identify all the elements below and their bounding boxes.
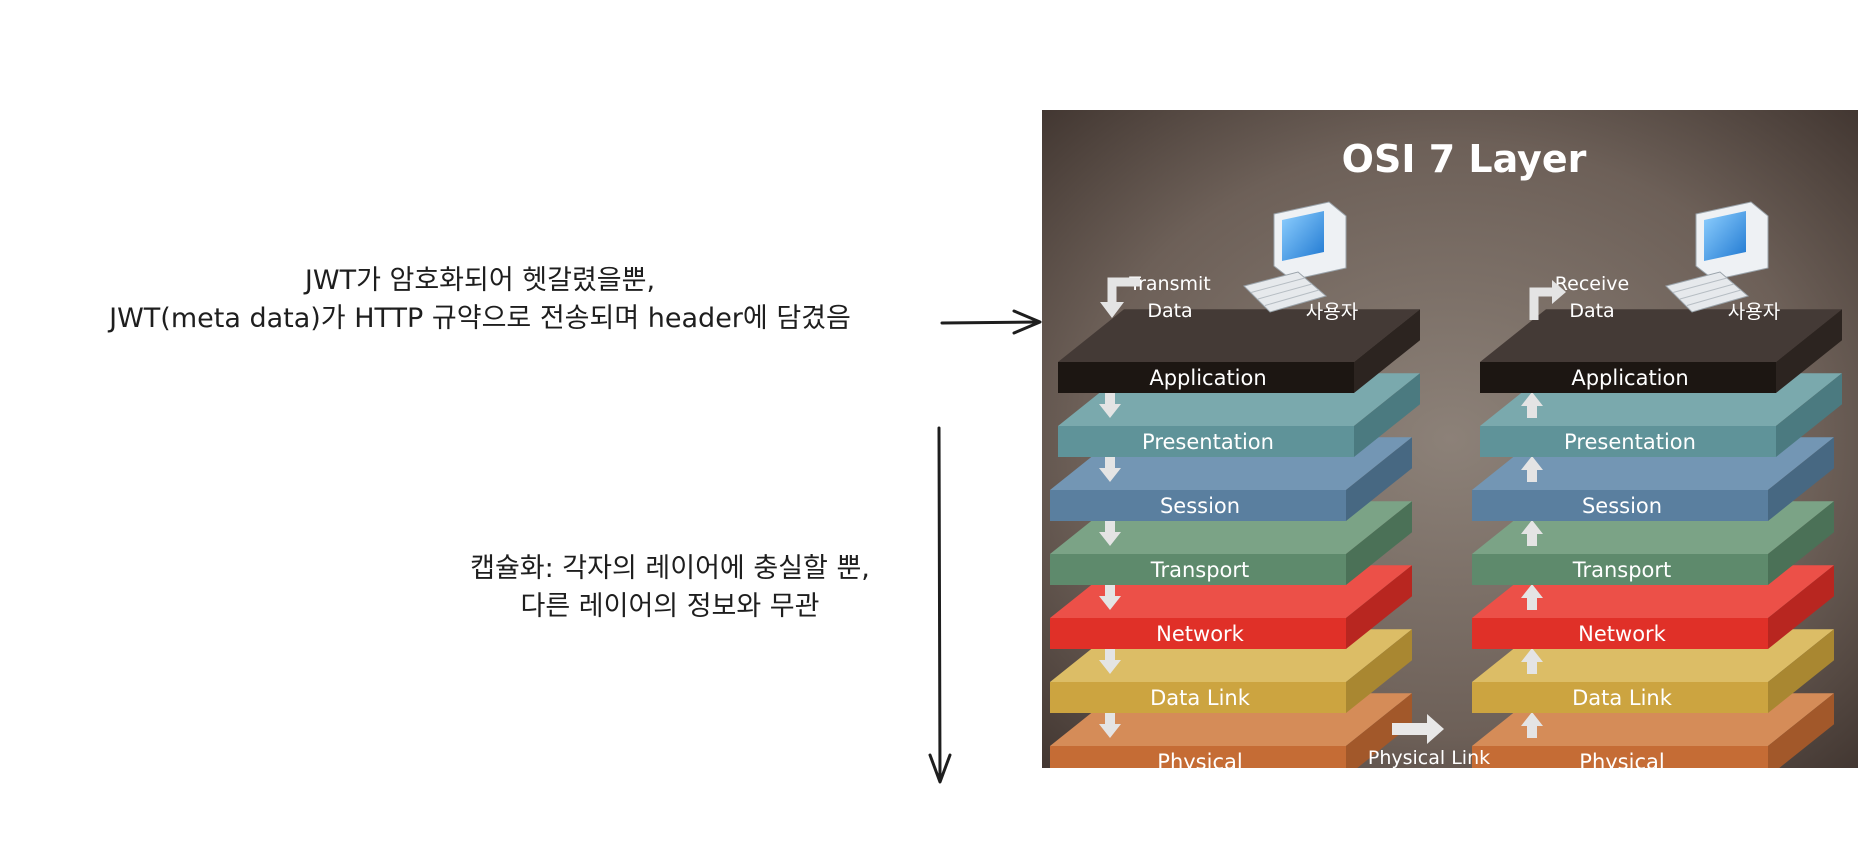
sender-layer-label: Transport bbox=[1150, 558, 1250, 582]
physical-link-arrow bbox=[1392, 714, 1444, 744]
up-arrow-icon bbox=[1521, 520, 1543, 546]
computer-icon bbox=[1665, 201, 1769, 313]
receiver-layer-label: Transport bbox=[1572, 558, 1672, 582]
physical-link-label: Physical Link bbox=[1368, 747, 1490, 768]
diagram-title: OSI 7 Layer bbox=[1342, 137, 1587, 181]
bent-arrow-icon bbox=[1100, 277, 1140, 318]
down-arrow-icon bbox=[1099, 712, 1121, 738]
bent-arrow-icon bbox=[1529, 280, 1566, 320]
sender-user-label: 사용자 bbox=[1306, 301, 1358, 323]
receiver-user-label: 사용자 bbox=[1728, 301, 1780, 323]
jwt-note-line-2: JWT(meta data)가 HTTP 규약으로 전송되며 header에 담… bbox=[109, 303, 851, 334]
encapsulation-note-line-1: 캡슐화: 각자의 레이어에 충실할 뿐, bbox=[470, 553, 870, 584]
encapsulation-note-line-2: 다른 레이어의 정보와 무관 bbox=[520, 591, 820, 622]
down-arrow-icon bbox=[1099, 520, 1121, 546]
receiver-layer-label: Data Link bbox=[1572, 686, 1673, 710]
down-arrow-icon bbox=[1099, 392, 1121, 418]
sender-layer-label: Physical bbox=[1157, 750, 1242, 768]
sender-stack: Physical Data Link Network Transport Session… bbox=[1050, 201, 1420, 768]
receiver-layer-application: Application bbox=[1480, 309, 1842, 393]
up-arrow-icon bbox=[1521, 584, 1543, 610]
down-arrow-icon bbox=[1099, 584, 1121, 610]
down-arrow-icon bbox=[1099, 456, 1121, 482]
computer-icon bbox=[1243, 201, 1347, 313]
receiver-action-line-2: Data bbox=[1569, 300, 1614, 322]
sender-layer-label: Network bbox=[1156, 622, 1245, 646]
sender-layer-application: Application bbox=[1058, 309, 1420, 393]
sender-layer-label: Session bbox=[1160, 494, 1240, 518]
receiver-layer-label: Presentation bbox=[1564, 430, 1696, 454]
receiver-layer-label: Application bbox=[1571, 366, 1688, 390]
downward-arrow bbox=[928, 426, 952, 784]
receiver-layer-label: Physical bbox=[1579, 750, 1664, 768]
jwt-note-line-1: JWT가 암호화되어 헷갈렸을뿐, bbox=[304, 265, 656, 296]
sender-layer-label: Application bbox=[1149, 366, 1266, 390]
osi-diagram: OSI 7 Layer Physical Data Link Network Tran… bbox=[1042, 110, 1858, 768]
receiver-layer-label: Session bbox=[1582, 494, 1662, 518]
up-arrow-icon bbox=[1521, 648, 1543, 674]
receiver-stack: Physical Data Link Network Transport Session… bbox=[1472, 201, 1842, 768]
jwt-note: JWT가 암호화되어 헷갈렸을뿐, JWT(meta data)가 HTTP 규… bbox=[30, 262, 930, 338]
pointer-arrow bbox=[940, 309, 1042, 335]
up-arrow-icon bbox=[1521, 712, 1543, 738]
up-arrow-icon bbox=[1521, 456, 1543, 482]
up-arrow-icon bbox=[1521, 392, 1543, 418]
sender-layer-label: Data Link bbox=[1150, 686, 1251, 710]
receiver-action-line-1: Receive bbox=[1555, 273, 1629, 295]
receiver-layer-label: Network bbox=[1578, 622, 1667, 646]
sender-layer-label: Presentation bbox=[1142, 430, 1274, 454]
sender-action-line-2: Data bbox=[1147, 300, 1192, 322]
down-arrow-icon bbox=[1099, 648, 1121, 674]
sender-action-line-1: Transmit bbox=[1128, 273, 1210, 295]
encapsulation-note: 캡슐화: 각자의 레이어에 충실할 뿐, 다른 레이어의 정보와 무관 bbox=[430, 550, 910, 626]
